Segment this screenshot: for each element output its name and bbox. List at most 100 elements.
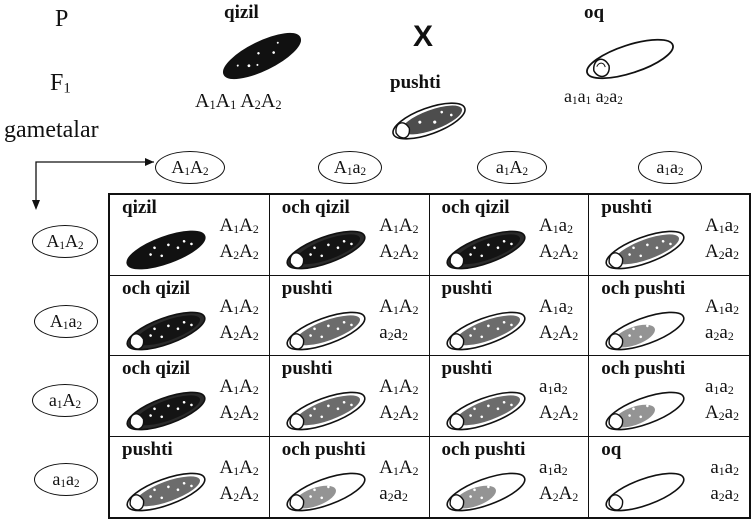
cell-phenotype: pushti	[601, 197, 652, 218]
seed-pink-icon	[286, 391, 366, 431]
cell-seed-icon	[120, 227, 212, 278]
gametes-label: gametalar	[4, 117, 99, 143]
cell-genotype-line-2: A2A2	[219, 321, 259, 343]
cell-seed-icon	[599, 388, 691, 439]
seed-dark-icon	[445, 230, 526, 270]
seed-light-icon	[605, 391, 685, 431]
cross-symbol: X	[413, 20, 434, 53]
gamete-left-2: A1a2	[34, 305, 98, 338]
cell-seed-icon	[280, 388, 372, 439]
cell-genotype-line-1: a1a2	[705, 376, 734, 398]
seed-light-icon	[605, 311, 685, 350]
cell-genotype-line-1: A1a2	[705, 215, 739, 237]
arrow-connector-icon	[32, 158, 154, 210]
cell-phenotype: pushti	[281, 358, 333, 379]
cell-seed-icon	[280, 308, 372, 359]
cell-phenotype: och pushti	[601, 358, 686, 379]
seed-white-icon	[605, 472, 685, 511]
cell-phenotype: pushti	[281, 277, 333, 299]
gamete-top-2: A1a2	[318, 151, 382, 184]
cell-genotype-line-1: A1A2	[219, 376, 259, 398]
gamete-left-3: a1A2	[32, 384, 98, 417]
parent1-seed-icon	[216, 32, 308, 85]
cell-genotype-line-1: a1a2	[710, 456, 739, 478]
p-generation-label: P	[55, 6, 69, 32]
cell-phenotype: qizil	[122, 197, 157, 218]
cell-genotype-line-2: A2A2	[219, 482, 259, 504]
cell-seed-icon	[120, 469, 212, 520]
seed-light-icon	[286, 472, 366, 511]
cell-genotype-line-2: A2A2	[539, 321, 579, 343]
cell-seed-icon	[599, 227, 691, 278]
cell-phenotype: och qizil	[122, 358, 191, 379]
seed-dark-icon	[286, 230, 366, 270]
seed-pink-icon	[126, 472, 206, 511]
cell-phenotype: pushti	[122, 438, 173, 460]
cell-phenotype: och pushti	[281, 438, 366, 460]
cell-seed-icon	[440, 308, 532, 359]
cell-genotype-line-2: a2a2	[379, 482, 408, 504]
cell-genotype-line-2: A2a2	[705, 241, 739, 263]
cell-genotype: a1a2 a2a2	[710, 457, 739, 509]
cell-genotype-line-2: A2A2	[219, 402, 259, 424]
cell-genotype-line-1: A1A2	[219, 456, 259, 478]
f1-seed-icon	[386, 98, 472, 149]
f1-generation-label: F1	[50, 70, 71, 97]
cell-genotype-line-1: A1a2	[539, 295, 573, 317]
cell-genotype-line-2: a2a2	[705, 321, 734, 343]
cell-genotype-line-2: A2A2	[539, 241, 579, 263]
cell-genotype-line-2: a2a2	[710, 482, 739, 504]
cell-phenotype: och qizil	[122, 277, 191, 299]
cell-genotype-line-1: A1A2	[379, 376, 419, 398]
cell-seed-icon	[120, 308, 212, 359]
cell-seed-icon	[440, 469, 532, 520]
cell-genotype-line-1: A1A2	[219, 295, 259, 317]
cell-genotype-line-1: A1A2	[219, 215, 259, 237]
seed-light-icon	[445, 472, 526, 511]
cell-phenotype: oq	[601, 438, 622, 460]
cell-phenotype: pushti	[441, 358, 493, 379]
parent2-seed-icon	[580, 34, 680, 89]
cell-seed-icon	[440, 388, 532, 439]
gamete-left-4: a1a2	[34, 463, 98, 496]
cell-seed-icon	[599, 308, 691, 359]
cell-genotype-line-2: A2A2	[219, 241, 259, 263]
cell-seed-icon	[440, 227, 532, 278]
cell-genotype-line-1: A1a2	[705, 295, 739, 317]
cell-seed-icon	[280, 227, 372, 278]
parent2-phenotype: oq	[584, 2, 605, 23]
cell-genotype-line-2: A2A2	[379, 402, 419, 424]
cell-genotype-line-1: A1A2	[379, 456, 419, 478]
seed-dark-icon	[126, 311, 206, 350]
parent1-genotype: A1A1 A2A2	[195, 90, 282, 113]
seed-white-icon	[586, 38, 674, 80]
cell-seed-icon	[120, 388, 212, 439]
cell-phenotype: pushti	[441, 277, 493, 299]
seed-pink-icon	[445, 391, 526, 431]
seed-pink-icon	[392, 102, 466, 140]
seed-pink-icon	[286, 311, 366, 350]
cell-phenotype: och qizil	[281, 197, 350, 218]
cell-seed-icon	[280, 469, 372, 520]
